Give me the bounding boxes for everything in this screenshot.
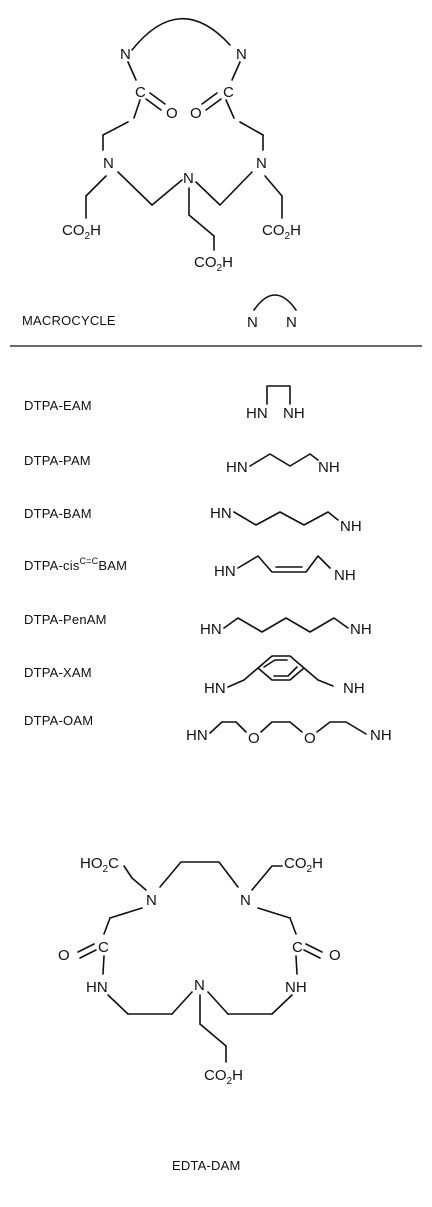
linker-right-amine: NH: [343, 680, 365, 697]
linker-right-amine: NH: [283, 405, 305, 422]
atom-n: N: [103, 155, 114, 172]
linker-left-amine: HN: [246, 405, 268, 422]
header-linker-symbol: N N: [247, 294, 297, 331]
table-row: DTPA-PAM HN NH: [24, 453, 340, 476]
atom-c: C: [223, 84, 234, 101]
linker-left-amine: HN: [204, 680, 226, 697]
atom-n: N: [236, 46, 247, 63]
bottom-atom-labels: HO2C CO2H N N O O C C HN NH N CO2H: [58, 855, 341, 1087]
atom-c: C: [135, 84, 146, 101]
atom-n: N: [194, 977, 205, 994]
carboxyl-group: CO2H: [204, 1067, 243, 1087]
row-name: DTPA-cisC=CBAM: [24, 556, 127, 573]
linker-right-amine: NH: [318, 459, 340, 476]
ether-oxygen: O: [248, 730, 260, 747]
table-row: DTPA-cisC=CBAM HN NH: [24, 555, 356, 584]
atom-n: N: [256, 155, 267, 172]
bottom-bonds: [77, 861, 323, 1063]
table-row: DTPA-PenAM HN NH: [24, 612, 372, 638]
table-header-macrocycle: MACROCYCLE: [22, 313, 116, 328]
atom-o: O: [329, 947, 341, 964]
atom-o: O: [190, 105, 202, 122]
atom-n: N: [120, 46, 131, 63]
linker-left-amine: HN: [226, 459, 248, 476]
structure-caption: EDTA-DAM: [172, 1158, 241, 1173]
atom-n: N: [286, 314, 297, 331]
carboxyl-group: CO2H: [284, 855, 323, 875]
linker-right-amine: NH: [350, 621, 372, 638]
edta-dam-structure: HO2C CO2H N N O O C C HN NH N CO2H EDTA-…: [58, 855, 341, 1173]
carboxyl-group: HO2C: [80, 855, 119, 875]
macrocycle-arc: [131, 17, 231, 51]
carboxyl-group: CO2H: [262, 222, 301, 242]
linker-left-amine: HN: [210, 505, 232, 522]
amide-nh: NH: [285, 979, 307, 996]
linker-left-amine: HN: [186, 727, 208, 744]
linker-left-amine: HN: [214, 563, 236, 580]
linker-right-amine: NH: [340, 518, 362, 535]
row-name: DTPA-XAM: [24, 665, 92, 680]
atom-c: C: [98, 939, 109, 956]
row-name: DTPA-PAM: [24, 453, 91, 468]
row-name: DTPA-OAM: [24, 713, 93, 728]
row-name: DTPA-BAM: [24, 506, 92, 521]
amide-nh: HN: [86, 979, 108, 996]
atom-n: N: [240, 892, 251, 909]
table-row: DTPA-BAM HN NH: [24, 505, 362, 535]
top-atom-labels: N N C C O O N N N CO2H CO2H CO2H: [62, 46, 301, 274]
table-row: DTPA-OAM HN NH O O: [24, 713, 392, 747]
carboxyl-group: CO2H: [62, 222, 101, 242]
table-row: DTPA-EAM HN NH: [24, 385, 305, 422]
top-bonds: [85, 61, 283, 251]
atom-n: N: [183, 170, 194, 187]
carboxyl-group: CO2H: [194, 254, 233, 274]
row-name: DTPA-PenAM: [24, 612, 107, 627]
benzene-ring: [257, 655, 305, 681]
atom-o: O: [58, 947, 70, 964]
atom-n: N: [146, 892, 157, 909]
atom-o: O: [166, 105, 178, 122]
linker-left-amine: HN: [200, 621, 222, 638]
linker-right-amine: NH: [370, 727, 392, 744]
row-name: DTPA-EAM: [24, 398, 92, 413]
atom-n: N: [247, 314, 258, 331]
atom-c: C: [292, 939, 303, 956]
dtpa-bisamide-structure: N N C C O O N N N CO2H CO2H CO2H: [62, 17, 301, 274]
linker-right-amine: NH: [334, 567, 356, 584]
ether-oxygen: O: [304, 730, 316, 747]
table-row: DTPA-XAM HN NH: [24, 655, 365, 697]
macrocycle-table: MACROCYCLE N N DTPA-EAM HN NH DTPA-PAM H…: [10, 294, 422, 747]
